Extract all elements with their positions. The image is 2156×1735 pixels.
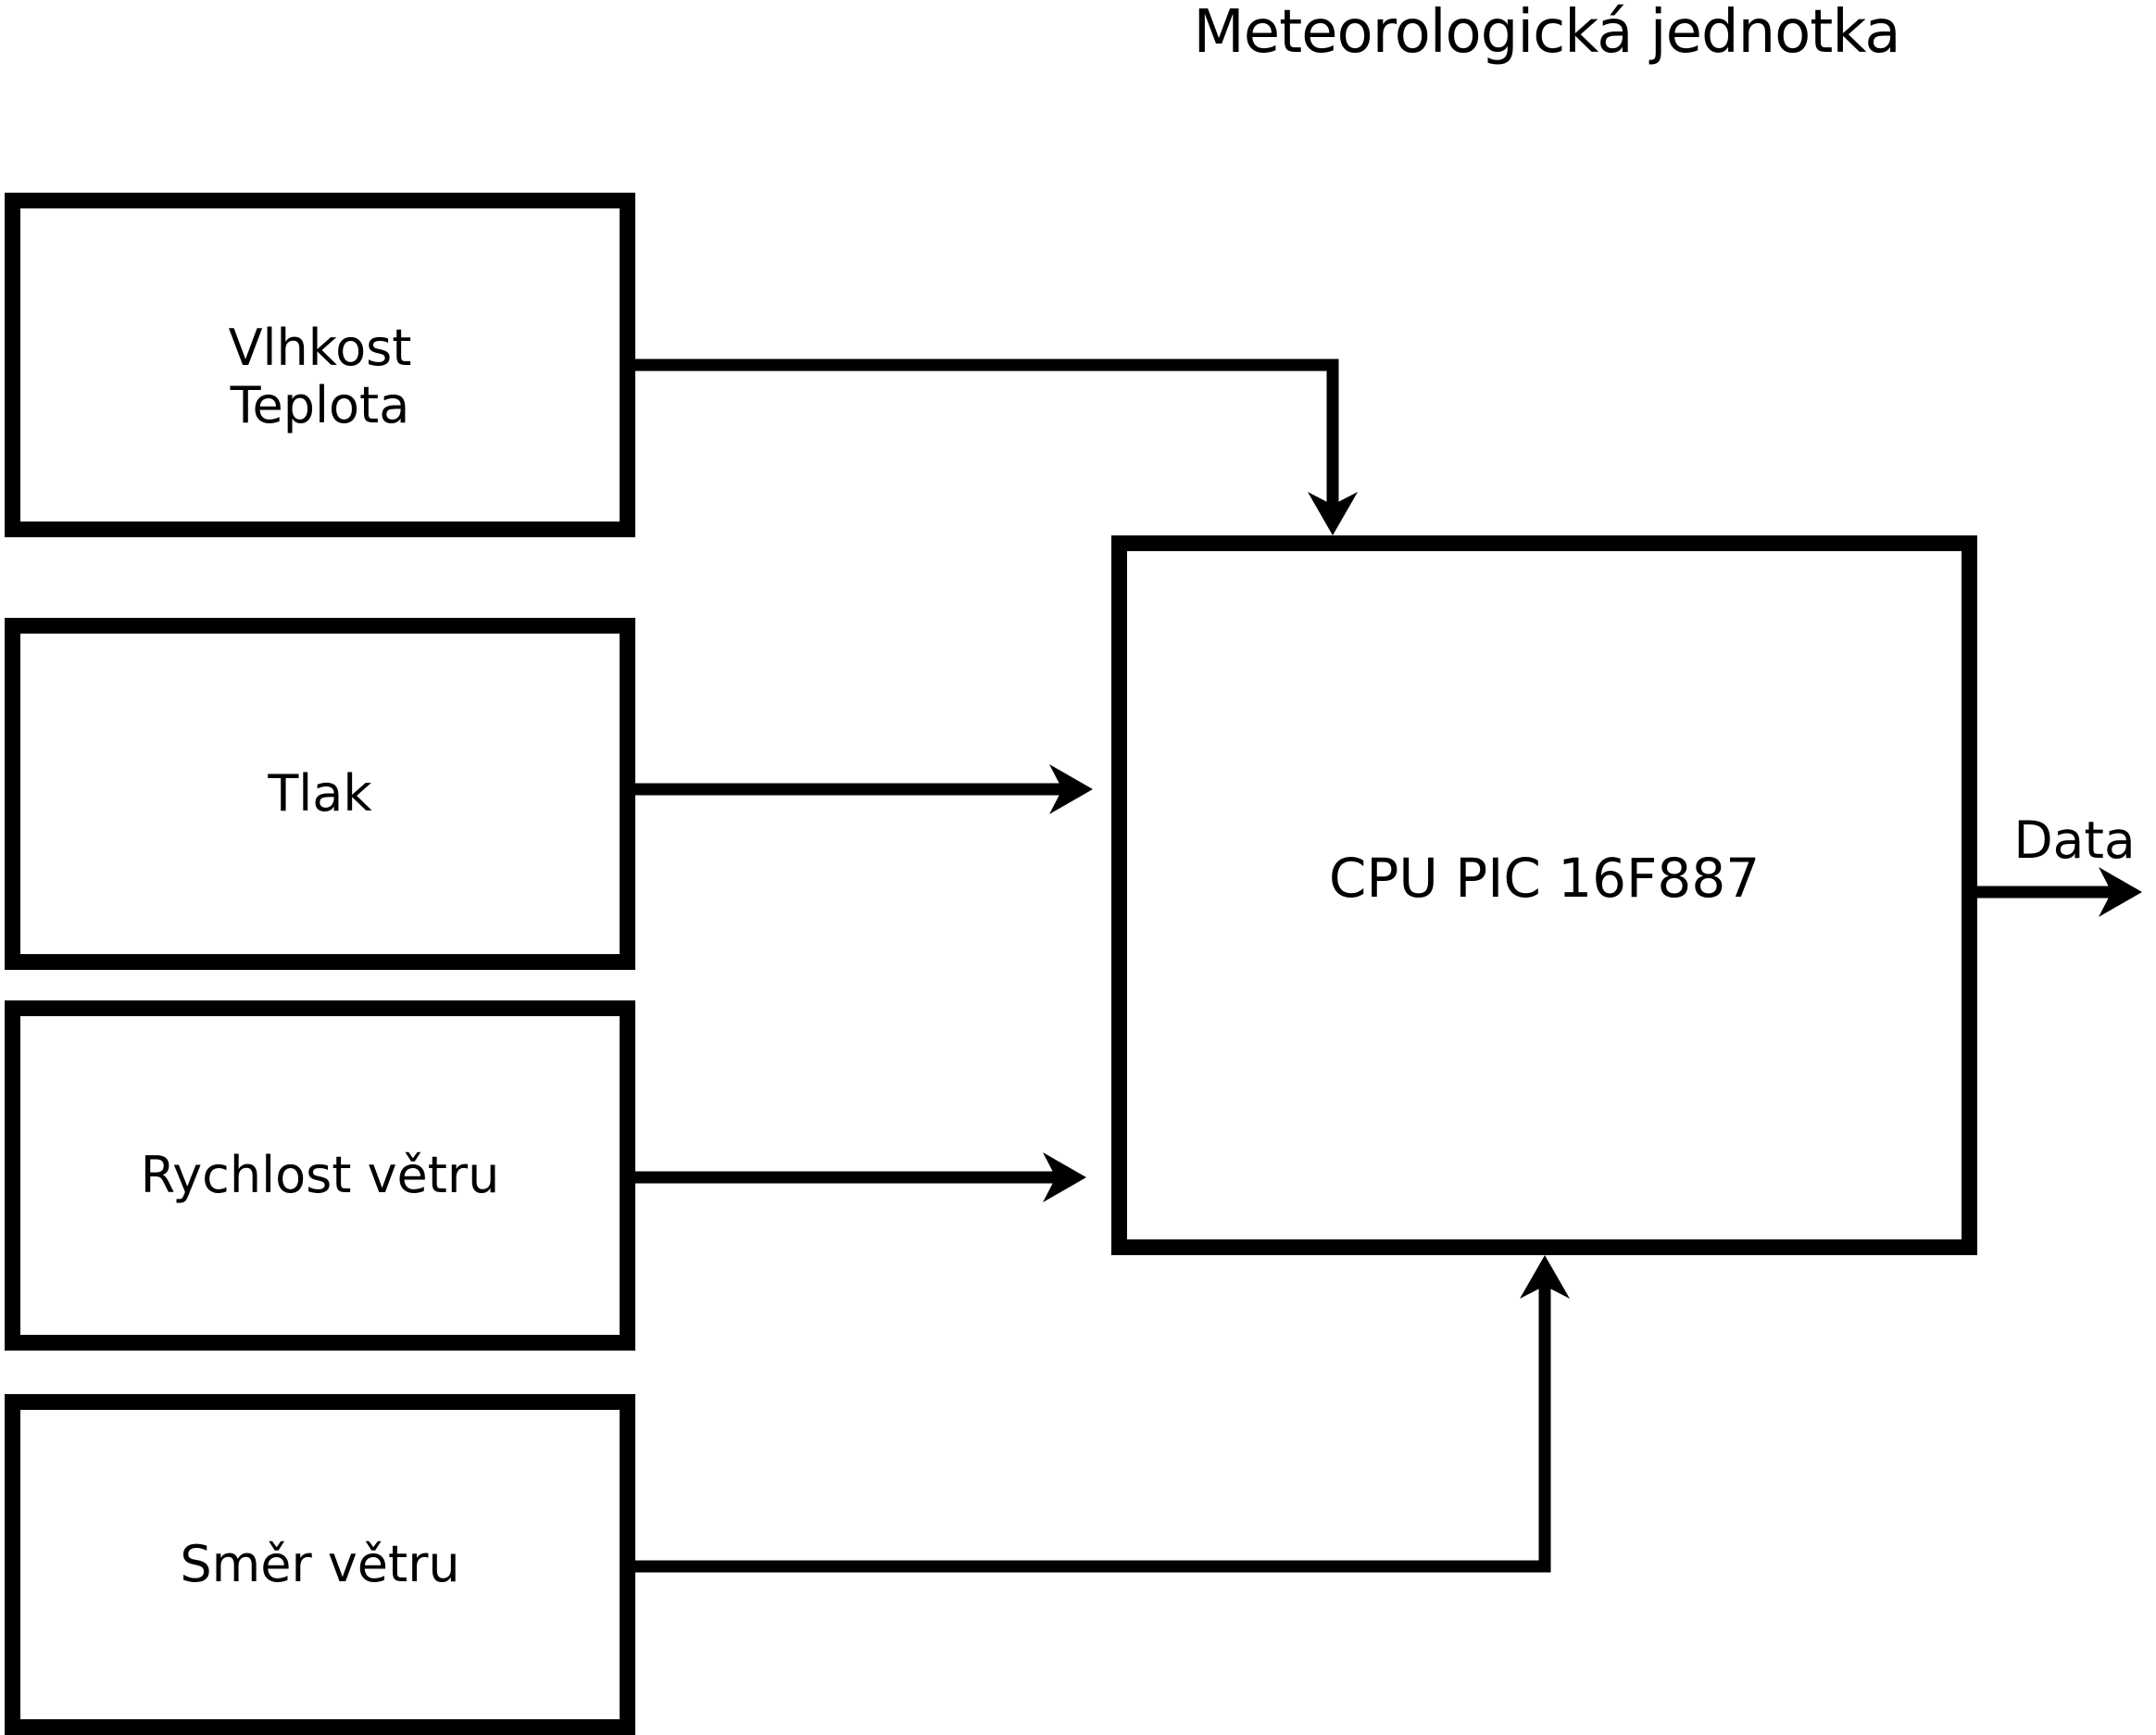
node-label: Vlhkost Teplota — [228, 318, 412, 434]
node-label: Směr větru — [180, 1534, 460, 1593]
arrowhead-right-icon — [1049, 764, 1093, 814]
arrowhead-right-icon — [1043, 1152, 1086, 1202]
connector-humidity-to-cpu — [634, 358, 1358, 535]
output-data-label: Data — [2013, 811, 2136, 870]
connector-windspeed-to-cpu — [634, 1152, 1086, 1202]
node-label-line-2: Teplota — [230, 376, 410, 434]
connector-winddir-to-cpu — [634, 1255, 1570, 1573]
node-label: CPU PIC 16F887 — [1328, 847, 1761, 911]
node-humidity-temperature: Vlhkost Teplota — [5, 193, 635, 537]
node-wind-direction: Směr větru — [5, 1394, 635, 1735]
connector-line — [634, 1286, 1551, 1573]
connector-line — [634, 358, 1339, 505]
arrowhead-down-icon — [1308, 492, 1358, 535]
node-wind-speed: Rychlost větru — [5, 1000, 635, 1351]
diagram-title: Meteorologická jednotka — [1193, 0, 1900, 67]
node-label: Rychlost větru — [140, 1145, 500, 1204]
node-cpu: CPU PIC 16F887 — [1111, 535, 1977, 1255]
arrowhead-up-icon — [1520, 1255, 1570, 1299]
node-label-line-1: Vlhkost — [228, 318, 412, 377]
connector-cpu-to-data-output — [1972, 867, 2142, 917]
node-pressure: Tlak — [5, 618, 635, 970]
node-label: Tlak — [268, 763, 372, 823]
connector-pressure-to-cpu — [634, 764, 1093, 814]
arrowhead-right-icon — [2099, 867, 2142, 917]
